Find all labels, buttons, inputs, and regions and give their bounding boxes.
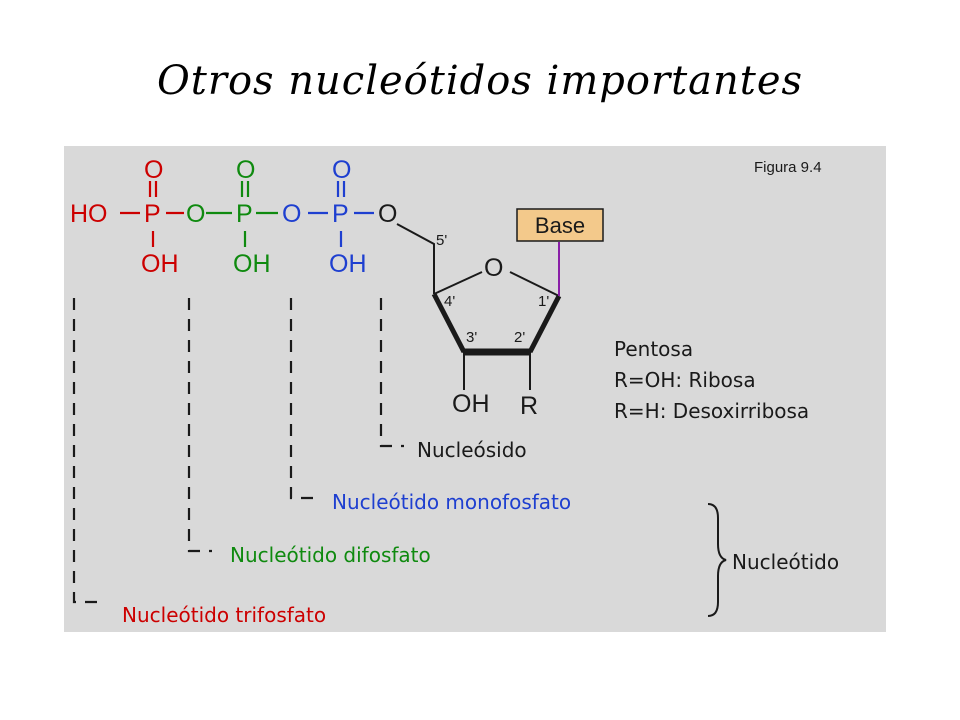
phosphate-atoms: HO P O OH O P O OH O P O OH O <box>70 156 397 278</box>
atom-p1: P <box>144 200 161 228</box>
slide-title: Otros nucleótidos importantes <box>156 58 804 104</box>
pentose-ring <box>396 223 562 390</box>
bond-o-c5-c4 <box>396 223 435 294</box>
base-box: Base <box>516 208 604 242</box>
pentose-info-line-3: R=H: Desoxirribosa <box>614 399 809 423</box>
atom-o-top-3: O <box>332 156 351 184</box>
label-nucleotide-group: Nucleótido <box>732 550 839 574</box>
leader-monophosphate <box>289 298 314 500</box>
label-diphosphate: Nucleótido difosfato <box>230 543 431 567</box>
base-label: Base <box>535 213 585 238</box>
leader-diphosphate <box>187 298 212 553</box>
atom-p2: P <box>236 200 253 228</box>
atom-o-bridge-2: O <box>282 200 301 228</box>
atom-oh-2: OH <box>233 250 271 278</box>
pentose-info: Pentosa R=OH: Ribosa R=H: Desoxirribosa <box>614 337 809 423</box>
curly-brace <box>707 503 727 617</box>
label-c2: 2' <box>514 329 525 346</box>
leader-triphosphate <box>72 298 97 604</box>
figure-caption: Figura 9.4 <box>754 159 822 176</box>
pentose-info-line-2: R=OH: Ribosa <box>614 368 756 392</box>
label-c4: 4' <box>444 293 455 310</box>
figure-panel: Figura 9.4 HO P O OH O P O OH O P O OH O <box>64 146 886 632</box>
atom-o-top-1: O <box>144 156 163 184</box>
label-monophosphate: Nucleótido monofosfato <box>332 490 571 514</box>
atom-oh-3prime: OH <box>452 390 490 418</box>
label-nucleoside: Nucleósido <box>417 438 527 462</box>
label-c1: 1' <box>538 293 549 310</box>
phosphate-bonds <box>120 181 374 247</box>
atom-p3: P <box>332 200 349 228</box>
bond-c4-ringO <box>433 271 483 295</box>
dashed-leaders <box>72 298 404 604</box>
label-c5: 5' <box>436 232 447 249</box>
bond-ringO-c1 <box>509 271 560 297</box>
label-c3: 3' <box>466 329 477 346</box>
label-triphosphate: Nucleótido trifosfato <box>122 603 326 627</box>
bond-c2-c1 <box>527 294 562 354</box>
leader-nucleoside <box>379 298 404 448</box>
atom-o-5prime: O <box>378 200 397 228</box>
atom-o-bridge-1: O <box>186 200 205 228</box>
atom-ho: HO <box>70 200 108 228</box>
atom-oh-3: OH <box>329 250 367 278</box>
pentose-info-line-1: Pentosa <box>614 337 693 361</box>
bond-c4-c3 <box>431 292 467 354</box>
atom-r: R <box>520 392 538 420</box>
atom-ring-o: O <box>484 254 503 282</box>
atom-o-top-2: O <box>236 156 255 184</box>
nucleotide-structure-diagram: Figura 9.4 HO P O OH O P O OH O P O OH O <box>70 156 839 627</box>
atom-oh-1: OH <box>141 250 179 278</box>
